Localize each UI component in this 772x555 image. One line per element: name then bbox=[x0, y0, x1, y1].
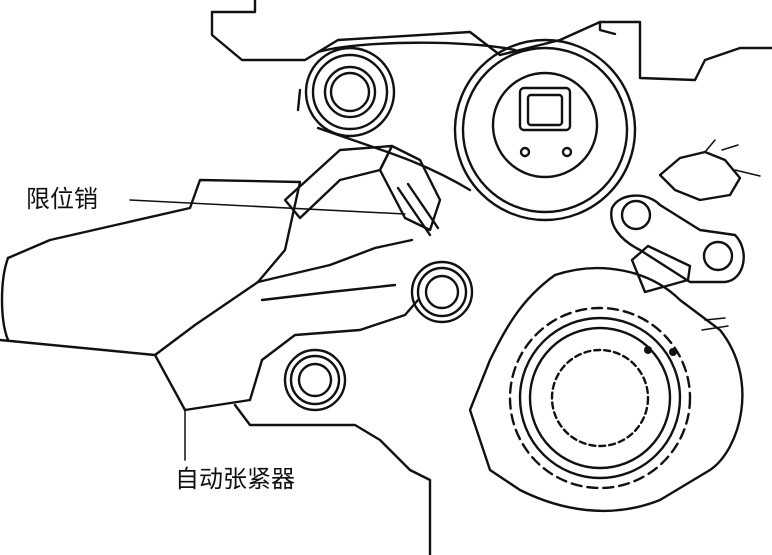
auto-tensioner-label: 自动张紧器 bbox=[175, 465, 295, 493]
auto-tensioner-base bbox=[0, 256, 10, 342]
limit-pin-leader bbox=[129, 199, 406, 215]
engine-block-right-edge bbox=[598, 20, 617, 36]
camshaft-pulley bbox=[453, 38, 637, 222]
engine-block-outline bbox=[210, 10, 772, 82]
idler-pulley bbox=[304, 46, 396, 138]
limit-pin-slot bbox=[396, 182, 440, 237]
tensioner-bolt bbox=[283, 348, 347, 412]
auto-tensioner-housing bbox=[153, 298, 420, 412]
sensor-bracket bbox=[610, 139, 761, 331]
lower-housing bbox=[233, 403, 432, 555]
tensioner-pulley bbox=[410, 260, 474, 324]
limit-pin-label: 限位销 bbox=[26, 185, 98, 213]
auto-tensioner-body bbox=[0, 178, 302, 357]
engine-block-top-edge bbox=[210, 0, 257, 14]
crankshaft-sprocket bbox=[468, 266, 744, 513]
tensioner-arm bbox=[283, 144, 394, 220]
auto-tensioner-rod bbox=[256, 238, 414, 302]
